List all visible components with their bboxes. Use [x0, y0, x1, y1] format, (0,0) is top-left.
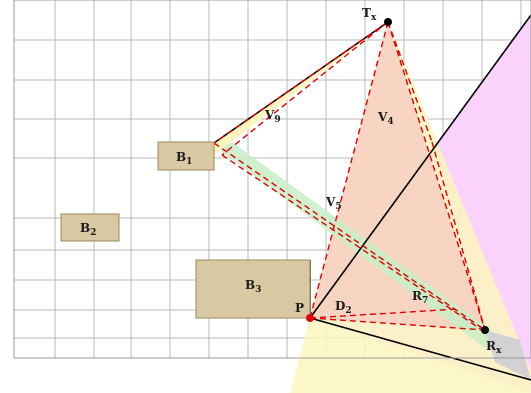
d2-label: D2 [335, 299, 352, 316]
tx-label: Tx [362, 6, 377, 23]
ray-tx-b1-top [213, 21, 389, 144]
frame [13, 0, 531, 359]
ray-tx-b1-bottom [221, 21, 389, 156]
ray-paths [213, 21, 486, 333]
r7-label: R7 [412, 289, 428, 306]
receiver-point [481, 326, 489, 334]
v5-label: V5 [325, 195, 342, 212]
ray-cone-right [431, 141, 486, 331]
v9-label: V9 [264, 108, 281, 125]
ray-tx-p [309, 21, 389, 319]
ray-tx-rx-a [387, 21, 486, 331]
ray-b1-rx-b [221, 154, 486, 333]
ray-b1-rx-a [213, 142, 486, 331]
rx-label: Rx [486, 339, 502, 356]
building-b2 [60, 213, 120, 242]
v4-label: V4 [377, 110, 394, 127]
v9-triangle [214, 22, 388, 155]
boundary-line-lower [309, 317, 531, 381]
ray-p-mid [309, 308, 459, 319]
pink-cone [310, 22, 485, 330]
p-label: P [295, 301, 304, 315]
b3-label: B3 [245, 278, 261, 295]
building-b1 [157, 141, 215, 171]
boundary-line-upper [309, 14, 531, 319]
gray-strip [485, 330, 531, 380]
transmitter-point [384, 18, 392, 26]
point-p [306, 314, 314, 322]
b1-label: B1 [176, 150, 192, 167]
b2-label: B2 [80, 221, 96, 238]
building-b3 [195, 259, 311, 319]
ray-tx-rx-b [387, 21, 433, 143]
